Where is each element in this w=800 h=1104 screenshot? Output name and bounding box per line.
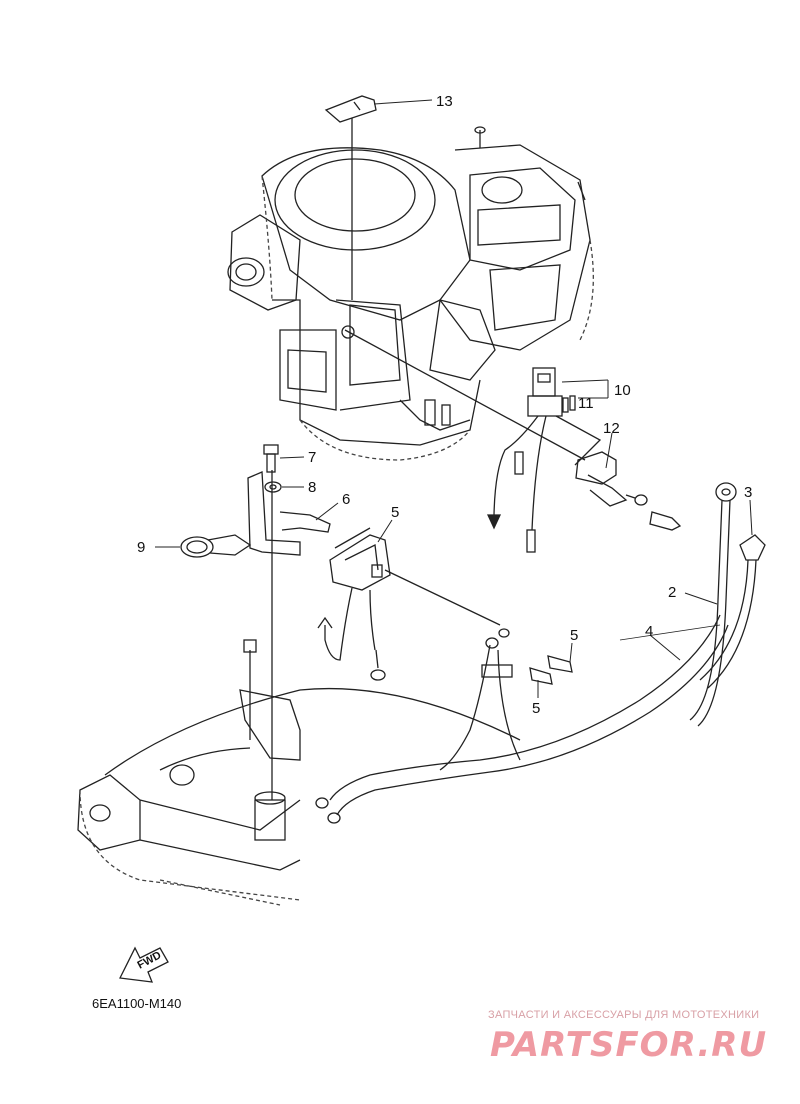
watermark-tagline: ЗАПЧАСТИ И АКСЕССУАРЫ ДЛЯ МОТОТЕХНИКИ bbox=[488, 1009, 760, 1021]
part-10-connector bbox=[527, 367, 576, 417]
callout-labels: 13 10 11 12 7 8 6 5 9 2 3 4 5 5 bbox=[137, 93, 752, 717]
lower-mount bbox=[77, 639, 521, 871]
callout-3: 4 bbox=[645, 623, 653, 640]
part-8-washer bbox=[264, 481, 282, 493]
callout-8: 8 bbox=[308, 479, 316, 496]
lower-mount-hidden-lines bbox=[79, 789, 301, 906]
part-7-bolt bbox=[263, 444, 279, 473]
sensor-wires bbox=[486, 415, 602, 553]
callout-1: 2 bbox=[668, 584, 676, 601]
watermark-logo: PARTSFOR.RU bbox=[490, 1025, 768, 1065]
fwd-arrow-icon: FWD bbox=[119, 946, 169, 983]
part-12-bracket bbox=[575, 451, 682, 531]
part-4-rectifier bbox=[317, 527, 501, 681]
leader-lines bbox=[155, 99, 753, 698]
part-9-clamp bbox=[180, 534, 252, 558]
callout-9: 9 bbox=[137, 539, 145, 556]
part-1-cable bbox=[689, 482, 737, 727]
part-2-cable bbox=[699, 534, 766, 689]
part-13-clip bbox=[324, 95, 377, 300]
engine-hidden-lines bbox=[261, 175, 594, 461]
callout-11: 11 bbox=[578, 395, 594, 412]
callout-6: 6 bbox=[342, 491, 350, 508]
part-3-harness bbox=[329, 614, 729, 816]
callout-12: 12 bbox=[603, 420, 620, 437]
callout-4: 5 bbox=[391, 504, 399, 521]
part-6-bracket bbox=[247, 470, 331, 800]
callout-5-upper: 5 bbox=[570, 627, 578, 644]
part-5-bolts bbox=[529, 655, 573, 685]
callout-13: 13 bbox=[436, 93, 453, 110]
callout-10: 10 bbox=[614, 382, 631, 399]
assembly-axis-line bbox=[344, 329, 586, 461]
callout-5-lower: 5 bbox=[532, 700, 540, 717]
ground-leads bbox=[315, 628, 521, 824]
diagram-code: 6EA1100-M140 bbox=[92, 996, 182, 1011]
engine-block bbox=[227, 126, 591, 446]
callout-2: 3 bbox=[744, 484, 752, 501]
callout-7: 7 bbox=[308, 449, 316, 466]
